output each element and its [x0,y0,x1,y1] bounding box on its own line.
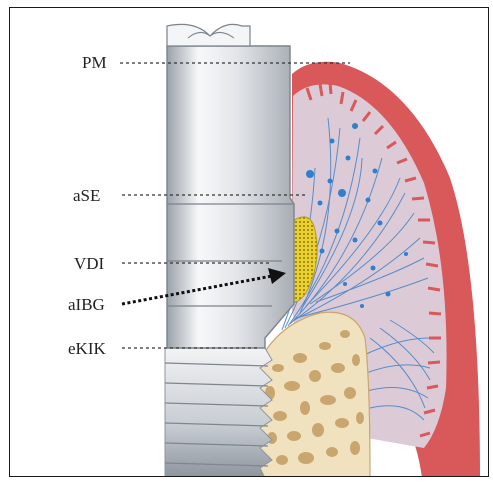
label-ase: aSE [73,186,100,205]
label-ekik: eKIK [68,339,106,358]
label-vdi: VDI [74,254,105,273]
implant-diagram: PM aSE VDI aIBG eKIK [10,8,489,477]
figure-panel: PM aSE VDI aIBG eKIK [9,7,489,477]
label-aibg: aIBG [68,295,105,314]
implant-body [167,46,294,348]
label-pm: PM [82,53,107,72]
implant-threads [165,348,272,477]
